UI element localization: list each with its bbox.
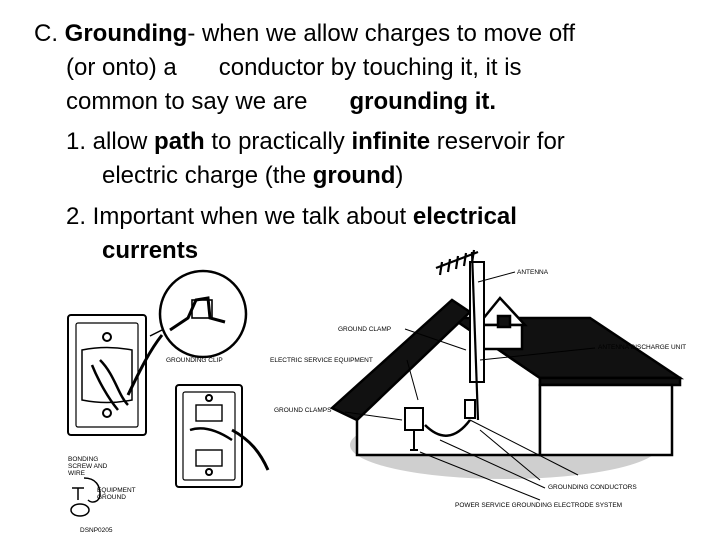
label-bonding-screw: SCREW AND: [68, 463, 108, 470]
service-equipment: [404, 399, 476, 451]
figure-code: DSNP0205: [80, 527, 113, 534]
term-ground: ground: [312, 162, 396, 189]
label-bonding: BONDING: [68, 456, 98, 463]
label-ground-clamps: GROUND CLAMPS: [274, 407, 332, 414]
term-grounding-it: grounding it.: [349, 88, 497, 115]
point-text: electric charge (the: [102, 162, 313, 189]
section-letter: C.: [34, 20, 65, 47]
label-antenna: ANTENNA: [517, 269, 549, 276]
label-equipment-ground: GROUND: [97, 494, 126, 501]
point-text: 1. allow: [66, 128, 155, 155]
definition-text: (or onto) a: [66, 54, 177, 81]
label-bonding-wire: WIRE: [68, 470, 86, 477]
label-grounding-clip: GROUNDING CLIP: [166, 357, 223, 364]
house: [329, 261, 685, 457]
definition-text: conductor by touching it, it is: [218, 54, 522, 81]
point-text: 2. Important when we talk about: [66, 203, 413, 230]
term-currents: currents: [102, 237, 199, 264]
label-ground-clamp: GROUND CLAMP: [338, 326, 391, 333]
definition-text: - when we allow charges to move off: [187, 20, 576, 47]
antenna-mast: [435, 249, 480, 421]
label-equipment: EQUIPMENT: [97, 487, 136, 494]
outlet-box-upper: [67, 314, 147, 436]
term-path: path: [154, 128, 205, 155]
definition-line-3: common to say we are grounding it.: [66, 87, 496, 117]
point-2: 2. Important when we talk about electric…: [66, 202, 517, 232]
label-power-service-grounding: POWER SERVICE GROUNDING ELECTRODE SYSTEM: [455, 502, 622, 509]
definition-line-1: C. Grounding- when we allow charges to m…: [34, 19, 575, 49]
slide-text: C. Grounding- when we allow charges to m…: [34, 19, 575, 266]
bonding-screw-detail: [70, 477, 101, 517]
point-2-continued: currents: [102, 236, 198, 266]
point-1: 1. allow path to practically infinite re…: [66, 127, 565, 157]
outlet-box-lower: [175, 384, 270, 488]
label-grounding-conductors: GROUNDING CONDUCTORS: [548, 484, 637, 491]
point-text: to practically: [204, 128, 352, 155]
label-antenna-discharge-unit: ANTENNA DISCHARGE UNIT: [598, 344, 686, 351]
definition-text: common to say we are: [66, 88, 308, 115]
term-grounding: Grounding: [64, 20, 188, 47]
grounding-clip-callout: [126, 269, 248, 396]
point-text: ): [395, 162, 404, 189]
term-electrical: electrical: [412, 203, 517, 230]
point-text: reservoir for: [430, 128, 565, 155]
point-1-continued: electric charge (the ground): [102, 161, 403, 191]
label-electric-service-equipment: ELECTRIC SERVICE EQUIPMENT: [270, 357, 373, 364]
term-infinite: infinite: [351, 128, 431, 155]
definition-line-2: (or onto) a conductor by touching it, it …: [66, 53, 522, 83]
leader-lines: [344, 271, 596, 501]
